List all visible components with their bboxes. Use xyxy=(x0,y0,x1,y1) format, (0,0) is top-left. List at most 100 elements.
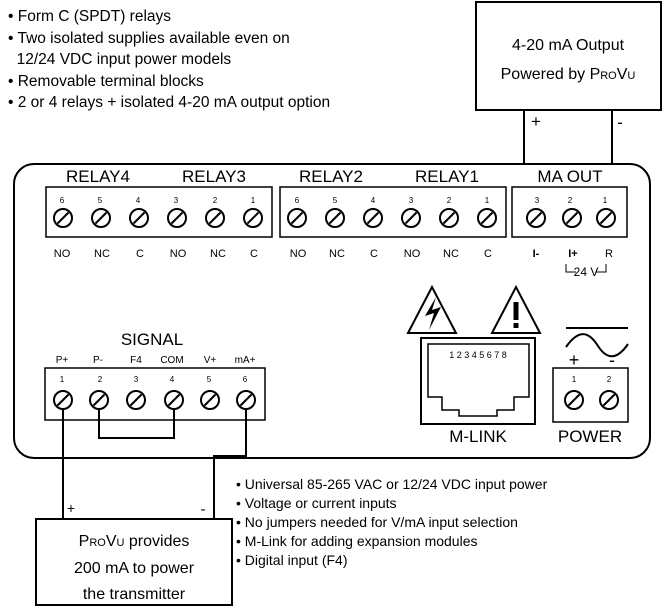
signal-label: SIGNAL xyxy=(121,330,183,349)
terminal-screw[interactable] xyxy=(363,208,383,228)
terminal-name: P- xyxy=(93,355,103,366)
terminal-name: mA+ xyxy=(235,355,256,366)
rj45-port xyxy=(427,343,530,417)
terminal-number: 4 xyxy=(136,196,141,205)
terminal-number: 1 xyxy=(60,375,65,384)
terminal-number: 2 xyxy=(607,375,612,384)
terminal-name: NC xyxy=(443,248,459,260)
terminal-screw[interactable] xyxy=(89,390,109,410)
terminal-number: 1 xyxy=(485,196,490,205)
terminal-name: P+ xyxy=(56,355,69,366)
terminal-name: NC xyxy=(94,248,110,260)
power-plus-sign: + xyxy=(569,350,580,370)
terminal-number: 5 xyxy=(207,375,212,384)
feature-list-bottom: • Universal 85-265 VAC or 12/24 VDC inpu… xyxy=(236,475,547,570)
terminal-number: 3 xyxy=(174,196,179,205)
terminal-screw[interactable] xyxy=(401,208,421,228)
lightning-warning-icon xyxy=(406,284,458,334)
terminal-number: 1 xyxy=(251,196,256,205)
24v-label: 24 V xyxy=(574,265,599,279)
terminal-screw[interactable] xyxy=(236,390,256,410)
signal-terminal-block xyxy=(44,367,266,421)
terminal-name: NC xyxy=(210,248,226,260)
relay2-relay1-terminal-block xyxy=(279,186,507,238)
terminal-screw[interactable] xyxy=(126,390,146,410)
power-minus-sign: - xyxy=(609,350,615,370)
output-box-line1: 4-20 mA Output xyxy=(512,37,625,54)
terminal-screw[interactable] xyxy=(167,208,187,228)
terminal-name: C xyxy=(370,248,378,260)
power-label: POWER xyxy=(558,427,622,446)
feature-item: • M-Link for adding expansion modules xyxy=(236,533,478,549)
terminal-screw[interactable] xyxy=(477,208,497,228)
terminal-number: 5 xyxy=(333,196,338,205)
terminal-screw[interactable] xyxy=(53,390,73,410)
terminal-name: F4 xyxy=(130,355,142,366)
exclamation-warning-icon xyxy=(490,284,542,334)
terminal-screw[interactable] xyxy=(599,390,619,410)
feature-item: • Two isolated supplies available even o… xyxy=(8,29,290,47)
terminal-name: C xyxy=(250,248,258,260)
feature-item: • 2 or 4 relays + isolated 4-20 mA outpu… xyxy=(8,94,331,111)
output-box xyxy=(475,1,662,111)
terminal-number: 2 xyxy=(447,196,452,205)
ma-out-minus-sign: - xyxy=(617,113,623,132)
supply-box-line2: 200 mA to power xyxy=(74,560,195,577)
relay3-label: RELAY3 xyxy=(182,167,246,186)
terminal-number: 3 xyxy=(535,196,540,205)
feature-item: • No jumpers needed for V/mA input selec… xyxy=(236,514,518,530)
wire-minus-label: - xyxy=(201,501,206,518)
terminal-screw[interactable] xyxy=(287,208,307,228)
terminal-number: 6 xyxy=(243,375,248,384)
terminal-screw[interactable] xyxy=(200,390,220,410)
terminal-screw[interactable] xyxy=(526,208,546,228)
terminal-screw[interactable] xyxy=(164,390,184,410)
terminal-screw[interactable] xyxy=(205,208,225,228)
feature-item: • Universal 85-265 VAC or 12/24 VDC inpu… xyxy=(236,476,548,492)
relay1-label: RELAY1 xyxy=(415,167,479,186)
terminal-number: 6 xyxy=(60,196,65,205)
terminal-number: 2 xyxy=(568,196,573,205)
feature-item: • Digital input (F4) xyxy=(236,552,348,568)
terminal-screw[interactable] xyxy=(325,208,345,228)
terminal-screw[interactable] xyxy=(564,390,584,410)
feature-item: • Removable terminal blocks xyxy=(8,72,204,90)
mlink-pin-numbers: 1 2 3 4 5 6 7 8 xyxy=(449,350,507,360)
feature-item: 12/24 VDC input power models xyxy=(8,51,232,68)
terminal-screw[interactable] xyxy=(129,208,149,228)
terminal-number: 5 xyxy=(98,196,103,205)
terminal-number: 6 xyxy=(295,196,300,205)
terminal-screw[interactable] xyxy=(596,208,616,228)
feature-item: • Form C (SPDT) relays xyxy=(8,8,172,25)
terminal-number: 2 xyxy=(98,375,103,384)
mlink-label: M-LINK xyxy=(449,427,507,446)
terminal-name: C xyxy=(484,248,492,260)
terminal-number: 3 xyxy=(134,375,139,384)
wire-plus-label: + xyxy=(67,500,75,516)
terminal-name: I+ xyxy=(568,248,577,260)
terminal-name: R xyxy=(605,248,613,260)
terminal-name: I- xyxy=(533,248,540,260)
terminal-screw[interactable] xyxy=(562,208,582,228)
terminal-number: 1 xyxy=(572,375,577,384)
jumper-wire xyxy=(98,400,175,439)
terminal-name: NO xyxy=(170,248,187,260)
supply-box xyxy=(35,518,233,606)
terminal-screw[interactable] xyxy=(91,208,111,228)
terminal-name: NO xyxy=(404,248,421,260)
terminal-name: NC xyxy=(329,248,345,260)
terminal-screw[interactable] xyxy=(243,208,263,228)
relay4-label: RELAY4 xyxy=(66,167,130,186)
output-box-line2: Powered by ProVu xyxy=(501,66,636,83)
relay2-label: RELAY2 xyxy=(299,167,363,186)
terminal-screw[interactable] xyxy=(439,208,459,228)
terminal-name: C xyxy=(136,248,144,260)
terminal-number: 2 xyxy=(213,196,218,205)
ma-out-label: MA OUT xyxy=(537,167,602,186)
terminal-number: 4 xyxy=(371,196,376,205)
terminal-name: NO xyxy=(290,248,307,260)
terminal-screw[interactable] xyxy=(53,208,73,228)
terminal-number: 3 xyxy=(409,196,414,205)
terminal-name: V+ xyxy=(204,355,217,366)
